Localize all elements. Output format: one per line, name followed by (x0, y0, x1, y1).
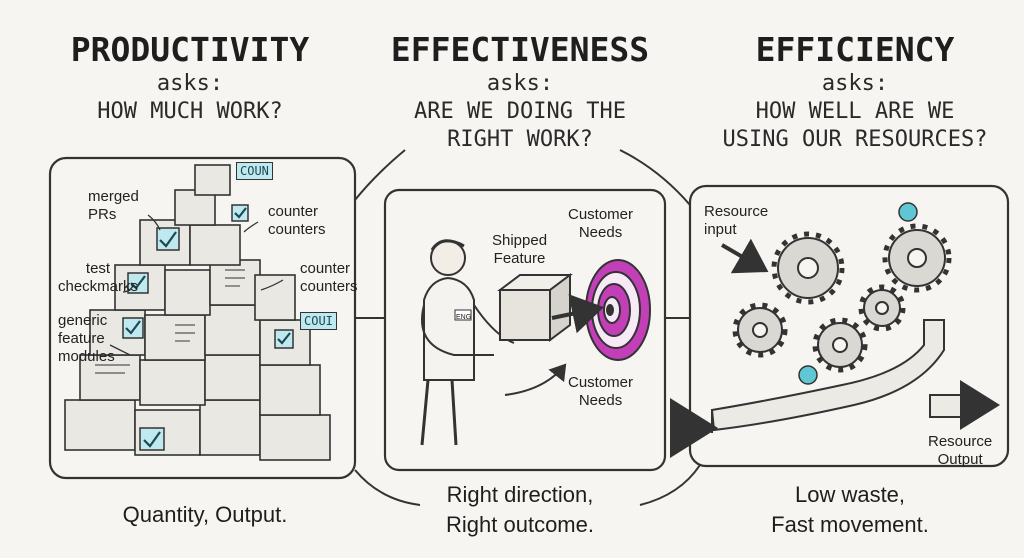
label-test-line1: test (85, 260, 111, 277)
input-line1: Resource (704, 203, 769, 220)
label-customer-needs-top: Customer Needs (568, 206, 633, 242)
engineer-figure (420, 239, 515, 446)
efficiency-footer-line2: Fast movement. (771, 512, 929, 537)
needs-top-line2: Needs (578, 224, 623, 241)
checkmark-ticks (125, 207, 291, 448)
efficiency-question-line2: USING OUR RESOURCES? (722, 127, 988, 152)
productivity-panel-frame (48, 156, 357, 480)
productivity-question: HOW MUCH WORK? (97, 99, 283, 124)
efficiency-title: EFFICIENCY (755, 30, 955, 69)
output-line1: Resource (928, 433, 993, 450)
effectiveness-title: EFFECTIVENESS (390, 30, 650, 69)
label-merged-line1: merged (88, 188, 139, 205)
gear-teeth (732, 223, 952, 373)
label-counter1-line2: counters (268, 221, 326, 238)
label-counter2-line1: counter (300, 260, 351, 277)
shipped-box (497, 273, 573, 342)
counter-tag-right: COUI (300, 312, 337, 330)
label-generic-modules: generic feature modules (58, 312, 115, 366)
label-test-checkmarks: test checkmarks (58, 260, 138, 296)
efficiency-footer-line1: Low waste, (794, 482, 906, 507)
effectiveness-question-line2: RIGHT WORK? (447, 127, 593, 152)
counter-tag-top: COUN (236, 162, 273, 180)
label-counter1-line1: counter (268, 203, 319, 220)
effectiveness-footer-line1: Right direction, (446, 482, 594, 507)
label-generic-line3: modules (58, 348, 115, 365)
efficiency-panel-frame (688, 184, 1010, 468)
label-merged-prs: merged PRs (88, 188, 139, 224)
effectiveness-panel-frame (383, 188, 667, 472)
effectiveness-header: EFFECTIVENESS asks: ARE WE DOING THE RIG… (360, 30, 680, 154)
effectiveness-question-line1: ARE WE DOING THE (414, 99, 626, 124)
label-generic-line1: generic (58, 312, 108, 329)
box-to-target-arrow (551, 294, 604, 334)
efficiency-header: EFFICIENCY asks: HOW WELL ARE WE USING O… (700, 30, 1010, 154)
gear-cluster (737, 229, 946, 368)
efficiency-footer: Low waste, Fast movement. (705, 480, 995, 540)
needs-bottom-line2: Needs (578, 392, 623, 409)
label-test-line2: checkmarks (58, 278, 139, 295)
input-line2: input (704, 221, 737, 238)
shipped-line2: Feature (493, 250, 546, 267)
label-shipped-feature: Shipped Feature (492, 232, 547, 268)
effectiveness-footer-line2: Right outcome. (446, 512, 594, 537)
label-counter2-line2: counters (300, 278, 358, 295)
document-lines (95, 269, 245, 374)
label-customer-needs-bottom: Customer Needs (568, 374, 633, 410)
label-resource-output: Resource Output (928, 433, 992, 469)
shirt-badge-text: ENG (456, 314, 471, 321)
label-pointers (109, 214, 284, 356)
productivity-footer-line1: Quantity, Output. (122, 502, 288, 527)
target-icon (585, 259, 651, 361)
needs-top-line1: Customer (568, 206, 634, 223)
input-arrow (720, 238, 769, 274)
productivity-asks: asks: (156, 71, 224, 96)
shipped-line1: Shipped (492, 232, 548, 249)
output-line2: Output (937, 451, 983, 468)
box-pile (64, 164, 331, 461)
label-counters-1: counter counters (268, 203, 326, 239)
curved-arrow (504, 363, 567, 396)
label-generic-line2: feature (58, 330, 105, 347)
efficiency-question-line1: HOW WELL ARE WE (755, 99, 955, 124)
effectiveness-footer: Right direction, Right outcome. (375, 480, 665, 540)
productivity-header: PRODUCTIVITY asks: HOW MUCH WORK? (35, 30, 345, 126)
needs-bottom-line1: Customer (568, 374, 634, 391)
label-merged-line2: PRs (88, 206, 117, 223)
efficiency-asks: asks: (821, 71, 889, 96)
teal-gear-icons (798, 202, 918, 385)
label-counters-2: counter counters (300, 260, 358, 296)
productivity-footer: Quantity, Output. (60, 500, 350, 530)
effectiveness-asks: asks: (486, 71, 554, 96)
productivity-title: PRODUCTIVITY (70, 30, 310, 69)
connector-curves (354, 149, 701, 506)
label-resource-input: Resource input (704, 203, 768, 239)
